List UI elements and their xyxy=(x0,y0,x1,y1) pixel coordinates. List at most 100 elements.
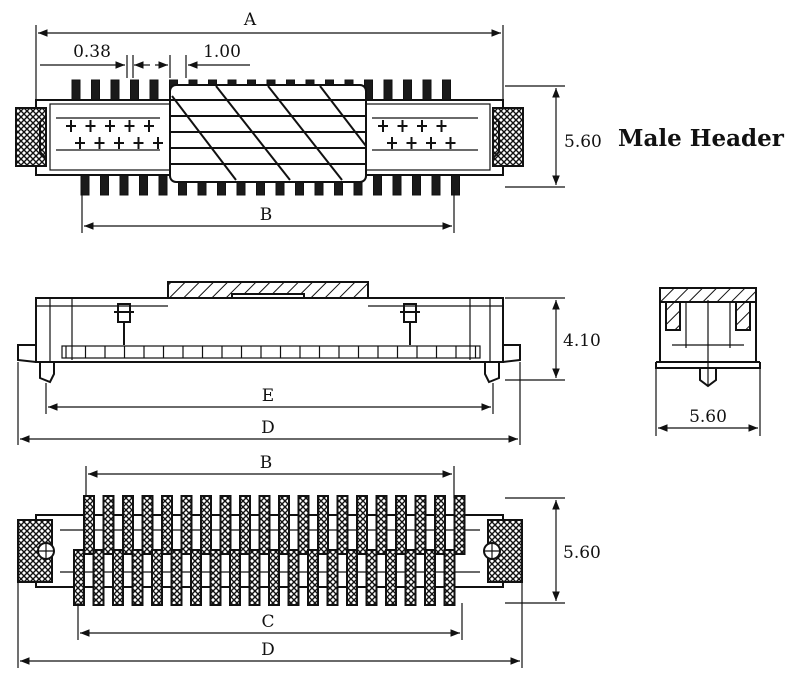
bottom-pin-lower xyxy=(112,549,124,606)
bottom-pin-lower xyxy=(424,549,436,606)
top-height-label: 5.60 xyxy=(564,132,602,152)
bottom-dim-d-label: D xyxy=(261,640,275,660)
bottom-pin-lower xyxy=(170,549,183,606)
top-pin-upper xyxy=(71,79,81,101)
bottom-pin-upper xyxy=(375,495,388,555)
top-contact-upper xyxy=(436,120,447,132)
end-cap-right xyxy=(735,301,751,331)
bottom-pin-lower xyxy=(151,549,163,606)
bottom-height-label: 5.60 xyxy=(563,543,601,563)
pitch-038-label: 0.38 xyxy=(73,42,111,62)
bottom-pin-upper xyxy=(453,495,466,555)
bottom-pin-lower xyxy=(209,549,222,606)
side-body-lines xyxy=(36,298,503,362)
top-endcap-right-notch xyxy=(492,115,500,159)
bottom-pin-upper xyxy=(180,495,193,555)
bottom-pin-upper xyxy=(141,495,154,555)
bottom-pins-upper xyxy=(83,495,466,555)
bottom-view: B 5.60 C D xyxy=(17,453,601,668)
top-contact-lower xyxy=(75,137,85,149)
top-contact-upper xyxy=(105,120,115,132)
bottom-pin-lower xyxy=(73,549,85,606)
end-width-label: 5.60 xyxy=(689,407,727,427)
side-height-label: 4.10 xyxy=(563,331,601,351)
pitch-100-label: 1.00 xyxy=(203,42,241,62)
top-body-contour xyxy=(56,117,478,151)
bottom-pin-lower xyxy=(190,549,202,606)
top-pin-upper xyxy=(91,79,100,101)
bottom-pins-lower xyxy=(73,549,456,606)
bottom-hole-crosshairs xyxy=(38,543,500,559)
bottom-pin-upper xyxy=(356,495,368,555)
top-contact-lower xyxy=(133,137,144,149)
side-leg-left xyxy=(17,344,55,384)
top-contact-upper xyxy=(397,120,408,132)
top-contact-lower xyxy=(387,137,397,149)
bottom-pin-upper xyxy=(414,495,427,555)
top-pins-lower xyxy=(80,174,460,196)
top-pin-upper xyxy=(110,79,120,101)
top-contact-upper xyxy=(144,120,154,132)
drawing-title: Male Header xyxy=(618,125,785,152)
bottom-pin-lower xyxy=(92,549,105,606)
bottom-pin-upper xyxy=(122,495,134,555)
bottom-pin-lower xyxy=(443,549,456,606)
bottom-pin-lower xyxy=(248,549,261,606)
bottom-pin-upper xyxy=(317,495,329,555)
top-contact-lower xyxy=(153,137,163,149)
top-pin-upper xyxy=(130,79,139,101)
bottom-pin-lower xyxy=(307,549,319,606)
bottom-dim-b-label: B xyxy=(260,453,273,473)
bottom-pin-upper xyxy=(278,495,290,555)
top-contact-upper xyxy=(124,120,135,132)
top-contact-upper xyxy=(417,120,427,132)
end-cap-left xyxy=(665,301,681,331)
top-endcap-left xyxy=(15,107,47,167)
top-contact-lower xyxy=(445,137,456,149)
bottom-pin-upper xyxy=(239,495,251,555)
top-pin-lower xyxy=(139,174,148,196)
top-contacts xyxy=(66,120,456,149)
guide-post-right xyxy=(400,303,420,345)
top-view: A 0.38 1.00 xyxy=(15,10,785,233)
bottom-pin-lower xyxy=(131,549,144,606)
bottom-pin-upper xyxy=(395,495,407,555)
bottom-pin-upper xyxy=(258,495,271,555)
bottom-pin-lower xyxy=(365,549,378,606)
bottom-pin-upper xyxy=(161,495,173,555)
top-endcap-left-notch xyxy=(39,115,47,159)
bottom-pin-lower xyxy=(404,549,417,606)
top-pin-lower xyxy=(373,174,382,196)
top-contact-lower xyxy=(94,137,105,149)
bottom-pin-lower xyxy=(385,549,397,606)
bottom-pin-upper xyxy=(102,495,115,555)
end-cap-top xyxy=(659,287,757,303)
dim-a-label: A xyxy=(243,10,257,30)
top-pin-lower xyxy=(119,174,129,196)
bottom-pin-upper xyxy=(434,495,446,555)
top-pin-lower xyxy=(392,174,402,196)
dim-b-label: B xyxy=(260,205,273,225)
dim-e-label: E xyxy=(262,386,274,406)
bottom-pin-upper xyxy=(297,495,310,555)
dim-c-label: C xyxy=(261,612,274,632)
bottom-pin-upper xyxy=(83,495,95,555)
top-pin-lower xyxy=(451,174,460,196)
bottom-pin-lower xyxy=(268,549,280,606)
top-contact-lower xyxy=(406,137,417,149)
pickup-cap-stripes xyxy=(170,85,367,181)
top-contact-upper xyxy=(85,120,96,132)
bottom-pin-lower xyxy=(229,549,241,606)
top-pin-upper xyxy=(149,79,159,101)
top-pin-lower xyxy=(100,174,109,196)
top-pin-lower xyxy=(412,174,421,196)
dim-d-label: D xyxy=(261,418,275,438)
top-contact-upper xyxy=(378,120,388,132)
top-pin-lower xyxy=(431,174,441,196)
top-pin-upper xyxy=(403,79,412,101)
top-contact-upper xyxy=(66,120,76,132)
side-pin-strip xyxy=(61,345,481,359)
side-pins xyxy=(65,346,477,358)
